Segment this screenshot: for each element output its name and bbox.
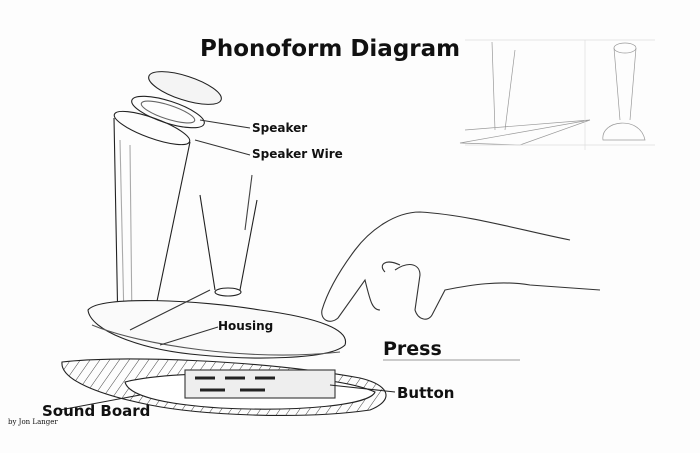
label-button: Button [397,384,455,402]
diagram-title: Phonoform Diagram [200,36,461,62]
label-sound-board: Sound Board [42,402,151,420]
label-housing: Housing [218,319,274,333]
side-cone [199,174,258,297]
label-press: Press [383,338,442,360]
sound-board-hatch [59,358,396,416]
speaker-cap [148,71,222,105]
technical-drawing [459,39,655,150]
hand-sketch [321,211,601,322]
label-speaker-wire: Speaker Wire [252,147,343,161]
author-credit: by Jon Langer [8,418,58,426]
housing-base [87,289,347,359]
label-speaker: Speaker [252,121,308,135]
